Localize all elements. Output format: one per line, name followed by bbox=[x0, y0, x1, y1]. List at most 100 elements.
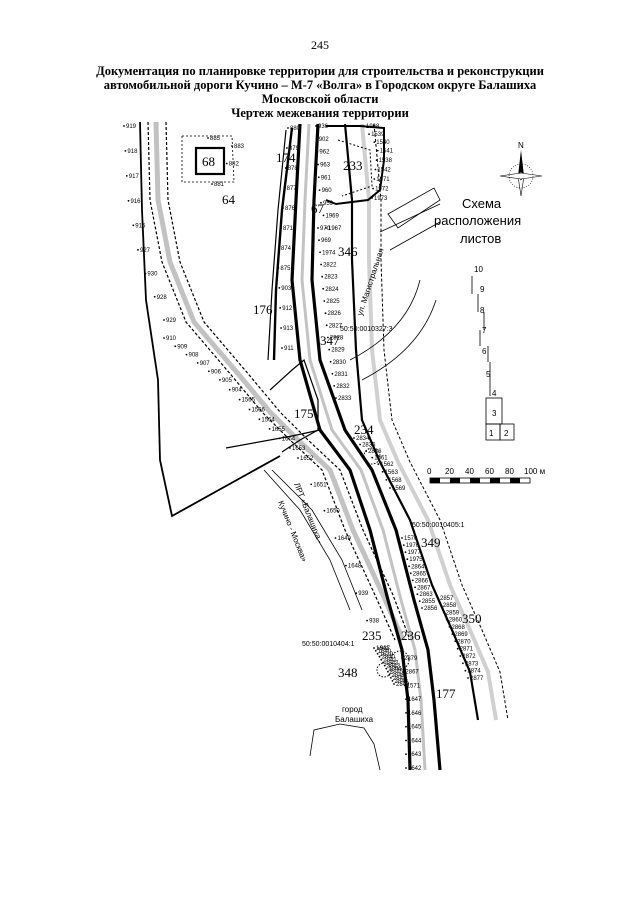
city-block-outline bbox=[309, 723, 381, 771]
boundary-point-labels: 9199189179169159279309289298858838828818… bbox=[123, 124, 484, 772]
sheet-index-diagram: 10 9 8 7 6 5 4 3 1 2 bbox=[471, 265, 515, 441]
scale-tick-label: 0 bbox=[427, 467, 432, 476]
scale-tick-label: 20 bbox=[445, 467, 454, 476]
point-cluster-236 bbox=[390, 650, 410, 670]
boundary-point-marker bbox=[320, 201, 322, 204]
boundary-point-marker bbox=[405, 753, 407, 756]
boundary-point-label: 1646 bbox=[408, 711, 422, 717]
boundary-point-marker bbox=[378, 655, 381, 658]
boundary-point-label: 937 bbox=[380, 646, 391, 652]
boundary-point-marker bbox=[377, 463, 380, 465]
boundary-point-marker bbox=[442, 611, 445, 614]
boundary-point-label: 1975 bbox=[409, 557, 423, 563]
boundary-point-marker bbox=[280, 227, 282, 229]
boundary-point-label: 1569 bbox=[392, 486, 406, 492]
boundary-point-marker bbox=[454, 640, 457, 643]
boundary-point-marker bbox=[401, 657, 403, 659]
boundary-point-label: 938 bbox=[369, 619, 380, 625]
boundary-point-label: 917 bbox=[129, 174, 140, 180]
parcel-label: 347 bbox=[320, 333, 340, 348]
boundary-point-marker bbox=[405, 725, 407, 728]
sheet-index-label: 4 bbox=[492, 389, 497, 398]
boundary-point-label: 1967 bbox=[328, 226, 342, 232]
boundary-point-label: 1648 bbox=[348, 564, 362, 570]
boundary-point-label: 2841 bbox=[383, 658, 397, 664]
boundary-point-label: 939 bbox=[358, 591, 369, 597]
boundary-point-label: 2824 bbox=[325, 287, 339, 293]
boundary-point-marker bbox=[437, 597, 439, 599]
boundary-point-label: 881 bbox=[214, 182, 225, 188]
parcel-label: 235 bbox=[362, 628, 382, 643]
boundary-point-label: 2866 bbox=[415, 578, 429, 584]
boundary-point-label: 959 bbox=[323, 201, 334, 207]
boundary-point-marker bbox=[329, 360, 332, 363]
boundary-point-label: 2831 bbox=[334, 372, 348, 378]
boundary-point-label: 875 bbox=[280, 266, 291, 272]
parcel-label: 174 bbox=[276, 150, 296, 165]
boundary-point-marker bbox=[401, 537, 403, 539]
right-road-edge bbox=[343, 123, 480, 721]
railway-line-1 bbox=[263, 469, 351, 611]
boundary-point-label: 2867 bbox=[405, 670, 419, 676]
boundary-point-label: 2842 bbox=[385, 661, 399, 667]
parcel-label: 67 bbox=[311, 201, 325, 216]
boundary-point-label: 2845 bbox=[390, 670, 404, 676]
boundary-point-label: 927 bbox=[140, 248, 151, 254]
boundary-point-label: 910 bbox=[166, 336, 177, 342]
boundary-point-label: 2877 bbox=[470, 676, 484, 682]
boundary-point-marker bbox=[280, 327, 282, 329]
boundary-point-marker bbox=[123, 125, 125, 127]
parcel-label: 175 bbox=[294, 406, 314, 421]
sheet-index-label: 2 bbox=[504, 429, 509, 438]
boundary-point-marker bbox=[393, 683, 395, 685]
boundary-point-label: 960 bbox=[322, 188, 333, 194]
boundary-point-marker bbox=[174, 345, 177, 348]
boundary-point-marker bbox=[391, 680, 394, 682]
boundary-point-label: 1565 bbox=[242, 398, 256, 404]
boundary-point-label: 1539 bbox=[371, 132, 385, 138]
parcel-label: 234 bbox=[354, 422, 374, 437]
boundary-point-label: 2859 bbox=[446, 610, 460, 616]
boundary-point-label: 2857 bbox=[440, 596, 454, 602]
boundary-point-label: 1649 bbox=[338, 536, 352, 542]
boundary-point-label: 1968 bbox=[366, 124, 380, 130]
boundary-point-label: 916 bbox=[131, 199, 142, 205]
boundary-point-label: 1643 bbox=[408, 752, 422, 758]
boundary-point-label: 919 bbox=[126, 124, 137, 130]
scale-tick-label: 100 м bbox=[524, 467, 545, 476]
boundary-point-marker bbox=[365, 450, 367, 452]
sheet-index-label: 9 bbox=[480, 285, 485, 294]
boundary-point-marker bbox=[335, 397, 337, 399]
boundary-point-marker bbox=[405, 698, 407, 700]
boundary-point-marker bbox=[315, 137, 318, 140]
title-line-3: Московской области bbox=[261, 92, 379, 106]
boundary-point-marker bbox=[144, 272, 147, 275]
boundary-point-label: 1969 bbox=[326, 213, 340, 219]
scale-tick-label: 80 bbox=[505, 467, 514, 476]
parcel-68-outline bbox=[181, 135, 235, 183]
boundary-point-label: 1568 bbox=[388, 478, 402, 484]
boundary-point-label: 913 bbox=[283, 326, 294, 332]
parcel-64-boundary bbox=[139, 121, 281, 518]
boundary-point-label: 2858 bbox=[443, 603, 457, 609]
boundary-point-marker bbox=[464, 669, 467, 672]
boundary-point-marker bbox=[317, 227, 319, 229]
boundary-point-marker bbox=[359, 443, 361, 446]
boundary-point-label: 962 bbox=[319, 150, 330, 156]
boundary-point-marker bbox=[163, 319, 165, 321]
boundary-point-marker bbox=[163, 337, 165, 339]
boundary-point-marker bbox=[310, 483, 313, 486]
boundary-point-marker bbox=[385, 667, 388, 670]
boundary-point-marker bbox=[277, 267, 280, 269]
boundary-point-marker bbox=[185, 353, 188, 356]
parcel-233-inner bbox=[337, 139, 373, 197]
boundary-point-marker bbox=[389, 487, 391, 489]
boundary-point-marker bbox=[383, 664, 386, 667]
boundary-point-label: 2827 bbox=[329, 323, 343, 329]
boundary-point-label: 874 bbox=[281, 246, 292, 252]
main-road-right-edge bbox=[310, 123, 442, 771]
boundary-point-marker bbox=[414, 586, 416, 589]
boundary-point-label: 2865 bbox=[413, 571, 427, 577]
boundary-point-marker bbox=[323, 300, 326, 302]
